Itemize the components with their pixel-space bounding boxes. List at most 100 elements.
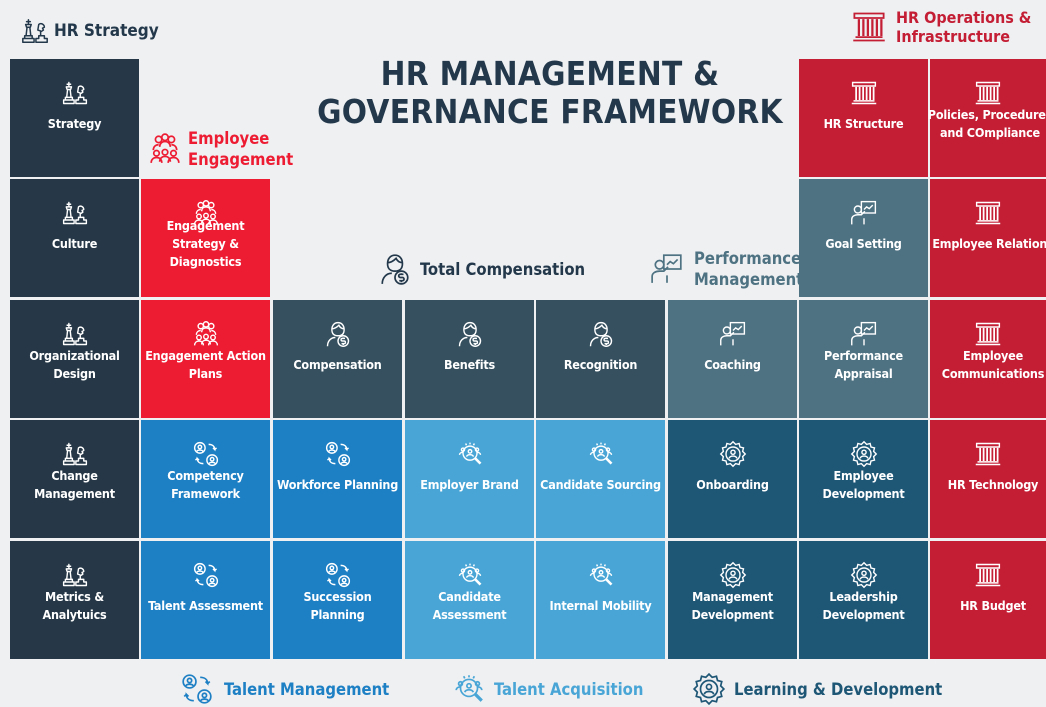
gear-person-icon [719, 561, 747, 589]
people-exchange-icon [192, 440, 220, 468]
tile-employer-brand: Employer Brand [405, 420, 534, 538]
tile-label: Culture [51, 236, 98, 251]
person-dollar-icon [324, 320, 352, 348]
category-label-line1: HR Operations & [896, 8, 1032, 27]
category-label-text: Learning & Development [734, 679, 943, 699]
gear-person-icon [850, 561, 878, 589]
people-group-icon [148, 132, 182, 166]
category-label-line2: Engagement [188, 150, 294, 169]
tile-performance-appraisal: Performance Appraisal [799, 300, 928, 418]
category-label-text: Talent Management [224, 679, 390, 699]
chess-pieces-icon [61, 79, 89, 107]
magnifier-people-icon [587, 561, 615, 589]
tile-hr-technology: HR Technology [930, 420, 1046, 538]
person-dollar-icon [378, 252, 412, 286]
tile-engagement-action-plans: Engagement Action Plans [141, 300, 270, 418]
tile-goal-setting: Goal Setting [799, 179, 928, 297]
category-label-hr-strategy: HR Strategy [20, 16, 159, 46]
category-label-talent-acquisition: Talent Acquisition [452, 672, 643, 706]
pillars-building-icon [850, 79, 878, 107]
tile-metrics-analytics: Metrics & Analytuics [10, 541, 139, 659]
tile-employee-relations: Employee Relations [930, 179, 1046, 297]
tile-label: Leadership Development [822, 589, 905, 622]
tile-engagement-strategy: Engagement Strategy & Diagnostics [141, 179, 270, 297]
tile-strategy: Strategy [10, 59, 139, 177]
tile-recognition: Recognition [536, 300, 665, 418]
category-label-line1: Performance [694, 249, 802, 268]
tile-label: Employee Relations [932, 236, 1046, 251]
category-label-performance-management: Performance Management [650, 248, 803, 290]
pillars-building-icon [974, 561, 1002, 589]
tile-label: Recognition [563, 357, 638, 372]
presenter-board-icon [850, 320, 878, 348]
people-group-icon [192, 320, 220, 348]
tile-label: Performance Appraisal [824, 348, 903, 381]
magnifier-people-icon [456, 440, 484, 468]
category-label-hr-operations: HR Operations & Infrastructure [850, 8, 1031, 46]
tile-label: Engagement Strategy & Diagnostics [166, 218, 245, 269]
tile-label: Goal Setting [825, 236, 902, 251]
magnifier-people-icon [456, 561, 484, 589]
chess-pieces-icon [61, 440, 89, 468]
tile-label: Policies, Procedures and COmpliance [927, 107, 1046, 140]
category-label-line2: Infrastructure [896, 27, 1011, 46]
tile-label: Onboarding [696, 477, 769, 492]
tile-competency-framework: Competency Framework [141, 420, 270, 538]
tile-label: Employer Brand [420, 477, 519, 492]
tile-label: Talent Assessment [148, 598, 263, 613]
tile-candidate-assessment: Candidate Assessment [405, 541, 534, 659]
tile-leadership-development: Leadership Development [799, 541, 928, 659]
tile-hr-budget: HR Budget [930, 541, 1046, 659]
gear-person-icon [850, 440, 878, 468]
presenter-board-icon [650, 252, 684, 286]
category-label-total-compensation: Total Compensation [378, 252, 585, 286]
tile-label: Compensation [293, 357, 382, 372]
tile-label: Employee Communications [941, 348, 1045, 381]
tile-label: Organizational Design [29, 348, 120, 381]
pillars-building-icon [974, 199, 1002, 227]
pillars-building-icon [850, 9, 888, 45]
category-label-learning-development: Learning & Development [692, 672, 942, 706]
pillars-building-icon [974, 440, 1002, 468]
tile-label: Candidate Sourcing [540, 477, 661, 492]
tile-label: Competency Framework [167, 468, 244, 501]
tile-succession-planning: Succession Planning [273, 541, 402, 659]
tile-label: HR Technology [947, 477, 1039, 492]
chess-pieces-icon [20, 16, 50, 46]
presenter-board-icon [719, 320, 747, 348]
category-label-text: Total Compensation [420, 259, 586, 279]
magnifier-people-icon [452, 672, 486, 706]
people-exchange-icon [192, 561, 220, 589]
tile-label: HR Structure [823, 116, 904, 131]
tile-label: Coaching [704, 357, 761, 372]
people-exchange-icon [324, 561, 352, 589]
tile-benefits: Benefits [405, 300, 534, 418]
presenter-board-icon [850, 199, 878, 227]
person-dollar-icon [456, 320, 484, 348]
tile-onboarding: Onboarding [668, 420, 797, 538]
tile-label: Engagement Action Plans [145, 348, 266, 381]
tile-culture: Culture [10, 179, 139, 297]
category-label-line1: Employee [188, 129, 270, 148]
tile-label: Benefits [443, 357, 496, 372]
pillars-building-icon [974, 79, 1002, 107]
tile-label: Employee Development [822, 468, 905, 501]
gear-person-icon [692, 672, 726, 706]
category-label-talent-management: Talent Management [180, 672, 389, 706]
tile-label: Metrics & Analytuics [42, 589, 107, 622]
tile-label: Succession Planning [303, 589, 372, 622]
tile-talent-assessment: Talent Assessment [141, 541, 270, 659]
tile-coaching: Coaching [668, 300, 797, 418]
tile-candidate-sourcing: Candidate Sourcing [536, 420, 665, 538]
tile-workforce-planning: Workforce Planning [273, 420, 402, 538]
tile-internal-mobility: Internal Mobility [536, 541, 665, 659]
category-label-line2: Management [694, 270, 804, 289]
tile-label: Change Management [34, 468, 115, 501]
category-label-text: HR Strategy [54, 21, 159, 41]
gear-person-icon [719, 440, 747, 468]
chess-pieces-icon [61, 320, 89, 348]
person-dollar-icon [587, 320, 615, 348]
tile-label: Internal Mobility [549, 598, 652, 613]
tile-label: Workforce Planning [276, 477, 399, 492]
tile-label: HR Budget [960, 598, 1026, 613]
